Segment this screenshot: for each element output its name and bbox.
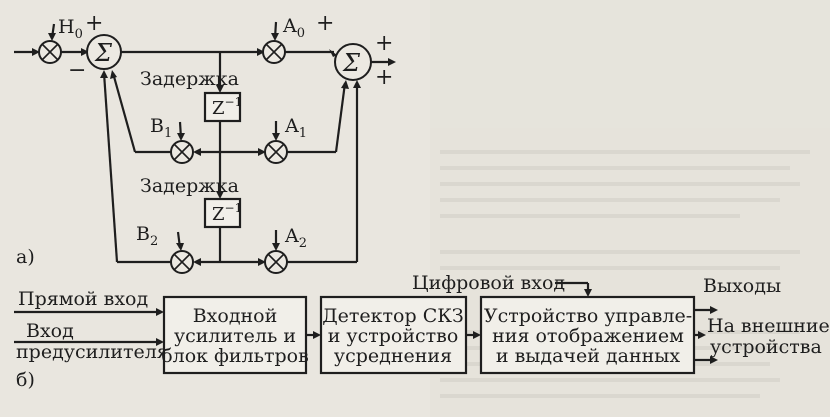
block-rms-detector bbox=[319, 295, 468, 375]
sigma-2: Σ bbox=[342, 49, 361, 77]
delay-block-2 bbox=[203, 197, 242, 229]
delay-label-1: Задержка bbox=[140, 68, 239, 90]
block1-text-3: блок фильтров bbox=[161, 345, 309, 367]
input-preamp-label-2: предусилителя bbox=[16, 341, 169, 363]
label-b2: B2 bbox=[136, 223, 158, 249]
block1-text-2: усилитель и bbox=[174, 325, 296, 347]
caption-a: а) bbox=[16, 246, 35, 268]
label-a2: A2 bbox=[284, 225, 307, 251]
z-inverse-2: Z−1 bbox=[212, 201, 242, 225]
external-devices-label-1: На внешние bbox=[707, 315, 830, 337]
sign-plus-sum2-top: + bbox=[316, 11, 334, 36]
block3-text-1: Устройство управле- bbox=[484, 305, 692, 327]
block-input-amplifier bbox=[162, 295, 308, 375]
external-devices-label-2: устройства bbox=[710, 336, 822, 358]
label-h0: H0 bbox=[58, 16, 83, 42]
sigma-1: Σ bbox=[94, 39, 113, 67]
sign-plus-sum1: + bbox=[85, 11, 103, 36]
block3-text-3: и выдачей данных bbox=[496, 345, 681, 367]
diagram-a: H0 + − Σ A0 + Σ + + Задержка Z−1 bbox=[14, 11, 396, 274]
digital-input-label: Цифровой вход bbox=[412, 272, 565, 294]
label-a0: A0 bbox=[282, 15, 305, 41]
block3-text-2: ния отображением bbox=[492, 325, 684, 347]
block-display-control bbox=[479, 295, 696, 375]
delay-label-2: Задержка bbox=[140, 175, 239, 197]
input-preamp-label-1: Вход bbox=[26, 320, 74, 342]
label-a1: A1 bbox=[284, 115, 307, 141]
label-b1: B1 bbox=[150, 115, 172, 141]
block2-text-3: усреднения bbox=[334, 345, 452, 367]
caption-b: б) bbox=[16, 369, 35, 391]
block1-text-1: Входной bbox=[193, 305, 278, 327]
delay-block-1 bbox=[203, 91, 242, 123]
input-direct-label: Прямой вход bbox=[18, 288, 148, 310]
outputs-label: Выходы bbox=[703, 275, 781, 297]
z-inverse-1: Z−1 bbox=[212, 95, 242, 119]
diagram-b: Прямой вход Вход предусилителя б) Входно… bbox=[14, 272, 830, 391]
block2-text-1: Детектор СКЗ bbox=[322, 305, 464, 327]
sign-plus-sum2-right: + bbox=[375, 31, 393, 56]
block2-text-2: и устройство bbox=[328, 325, 459, 347]
sign-plus-sum2-bottom: + bbox=[375, 65, 393, 90]
sign-minus-sum1: − bbox=[68, 58, 86, 83]
